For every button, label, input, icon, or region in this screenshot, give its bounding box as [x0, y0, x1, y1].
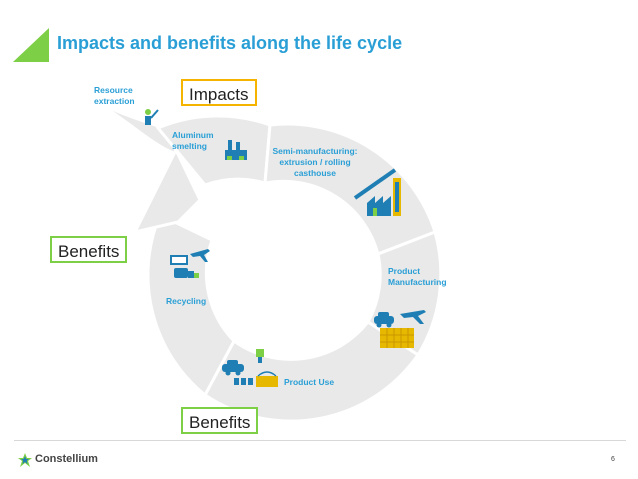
ring-segment-semi-manufacturing [263, 122, 437, 257]
stage-label-resource-extraction: Resource extraction [94, 85, 135, 106]
recycling-arrow-head [132, 146, 202, 235]
constellium-logo-icon [18, 453, 32, 467]
slide-title: Impacts and benefits along the life cycl… [57, 33, 403, 53]
brand-name: Constellium [35, 453, 98, 465]
title-accent-triangle [13, 28, 49, 62]
cans-stack-icon [380, 328, 414, 348]
impacts-callout: Impacts [181, 79, 257, 106]
ring-segment-product-use [203, 319, 421, 423]
stage-label-product-manufacturing: Product Manufacturing [388, 266, 447, 287]
basket-icon [256, 371, 278, 387]
stage-label-product-use: Product Use [284, 377, 335, 387]
smelter-icon [225, 140, 247, 160]
bottle-icon [256, 349, 264, 363]
benefits-callout-bottom: Benefits [181, 407, 259, 434]
miner-icon [145, 109, 159, 125]
airplane-icon [400, 310, 426, 324]
benefits-callout-left: Benefits [50, 236, 128, 263]
recycling-plane-icon [190, 249, 210, 262]
page-number: 6 [611, 456, 615, 463]
footer-divider [14, 440, 626, 441]
stage-label-aluminum-smelting: Aluminum smelting [172, 130, 214, 151]
recycled-cans-icon [174, 268, 199, 278]
cans-icon [234, 378, 253, 385]
stage-label-semi-manufacturing: Semi-manufacturing: extrusion / rolling … [272, 146, 358, 178]
life-cycle-diagram [94, 98, 443, 423]
factory-icon [353, 168, 401, 216]
car-icon [374, 312, 394, 328]
stage-label-recycling: Recycling [166, 296, 207, 306]
recycling-bin-icon [170, 255, 188, 265]
product-use-car-icon [222, 360, 244, 376]
